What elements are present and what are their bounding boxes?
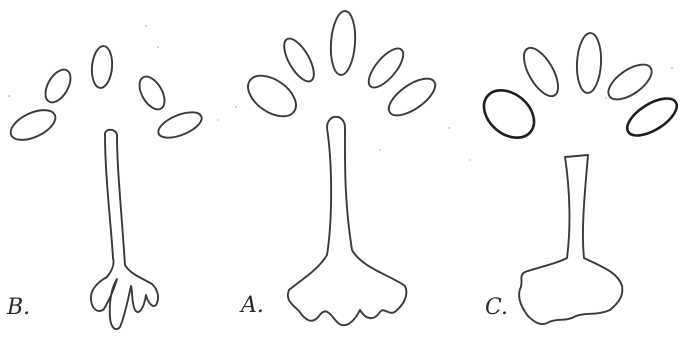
panel-a-leaflet-2 — [278, 34, 319, 86]
panel-c-stalk-outline — [519, 155, 622, 324]
panel-a-drawing — [241, 10, 441, 325]
speck — [8, 95, 10, 97]
panel-a-leaflet-5 — [383, 72, 441, 123]
panel-b-drawing — [6, 45, 205, 329]
scan-specks — [8, 25, 673, 160]
panel-b-stalk-outline — [91, 130, 158, 329]
panel-c-leaflet-4 — [603, 58, 658, 106]
panel-b-leaflet-4 — [134, 72, 169, 113]
panel-b-label: B. — [7, 297, 30, 319]
panel-a-stalk-outline — [288, 117, 407, 325]
panel-c-leaflet-2 — [517, 43, 565, 102]
panel-b-leaflet-1 — [6, 104, 60, 146]
panel-a-leaflet-1 — [241, 67, 304, 124]
panel-c-leaflet-1 — [475, 81, 544, 148]
speck — [605, 97, 606, 98]
panel-c-leaflet-3 — [575, 32, 602, 93]
speck — [469, 159, 470, 160]
speck — [448, 127, 449, 128]
panel-a-leaflet-3 — [329, 10, 357, 76]
speck — [671, 67, 672, 68]
panel-c-leaflets — [475, 32, 683, 147]
panel-b-leaflet-5 — [155, 107, 205, 143]
speck — [235, 106, 236, 107]
speck — [157, 46, 158, 47]
panel-a-leaflet-4 — [363, 43, 409, 93]
panel-c-label: C. — [485, 297, 508, 319]
speck — [379, 149, 380, 150]
panel-b-leaflet-3 — [90, 45, 114, 89]
panel-a-label: A. — [241, 295, 264, 317]
panel-a-leaflets — [241, 10, 441, 124]
panel-c-drawing — [475, 32, 683, 324]
panel-c-leaflet-5 — [621, 91, 682, 143]
speck — [145, 25, 146, 26]
speck — [217, 119, 218, 120]
panel-b-leaflet-2 — [40, 65, 75, 106]
